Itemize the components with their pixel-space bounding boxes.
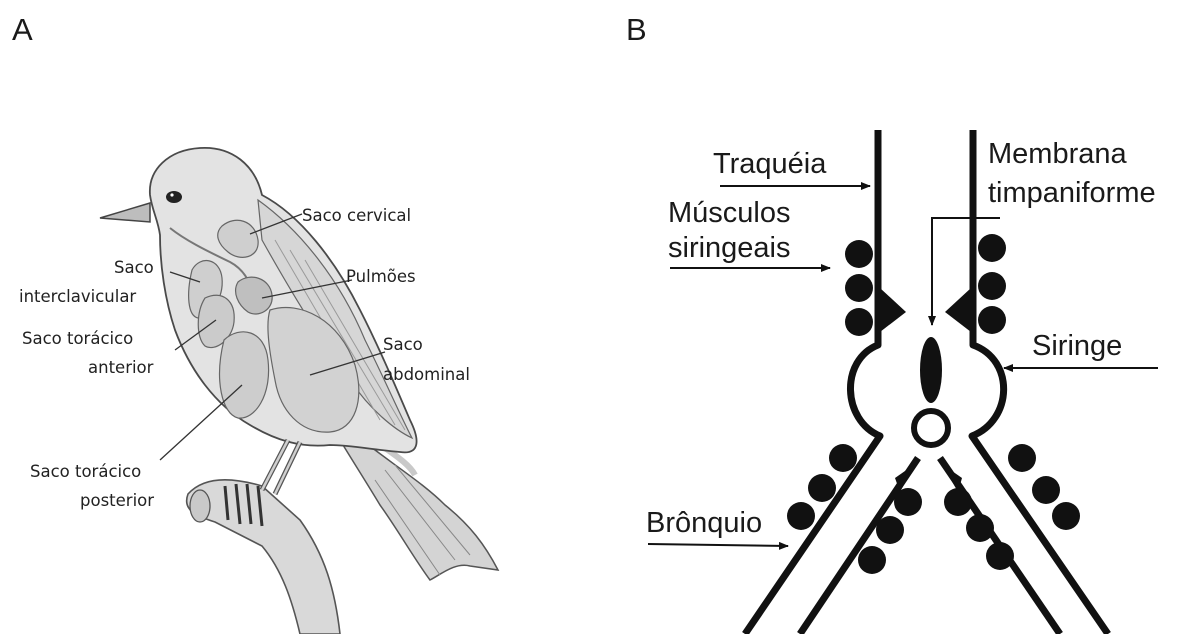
arrow-bronquio xyxy=(648,544,788,546)
label-membrana-line2: timpaniforme xyxy=(988,177,1156,209)
bird-air-sac-illustration: Saco cervical Saco interclavicular Pulmõ… xyxy=(0,0,560,634)
bird-body xyxy=(100,148,417,494)
label-saco-toracico-posterior-line1: Saco torácico xyxy=(30,462,141,481)
label-saco-toracico-posterior-line2: posterior xyxy=(80,491,154,510)
label-siringe: Siringe xyxy=(1032,330,1122,362)
label-saco-cervical: Saco cervical xyxy=(302,206,411,225)
label-saco-toracico-anterior-line2: anterior xyxy=(88,358,154,377)
pessulus xyxy=(914,337,948,445)
label-bronquio: Brônquio xyxy=(646,507,762,539)
label-saco-toracico-anterior-line1: Saco torácico xyxy=(22,329,133,348)
bird-tail xyxy=(340,430,498,580)
label-musculos-line2: siringeais xyxy=(668,232,791,264)
syringeal-muscles xyxy=(787,234,1080,574)
label-traqueia: Traquéia xyxy=(713,148,827,180)
syrinx-diagram: Traquéia Membrana timpaniforme Músculos … xyxy=(560,0,1195,634)
label-musculos-line1: Músculos xyxy=(668,197,791,229)
label-saco-abdominal-line2: abdominal xyxy=(383,365,470,384)
label-saco-interclavicular-line2: interclavicular xyxy=(19,287,136,306)
label-pulmoes: Pulmões xyxy=(346,267,416,286)
panel-a: A xyxy=(0,0,560,634)
perch-branch xyxy=(187,480,340,634)
label-saco-abdominal-line1: Saco xyxy=(383,335,423,354)
label-membrana-line1: Membrana xyxy=(988,138,1127,170)
label-saco-interclavicular-line1: Saco xyxy=(114,258,154,277)
panel-b: B xyxy=(560,0,1195,634)
